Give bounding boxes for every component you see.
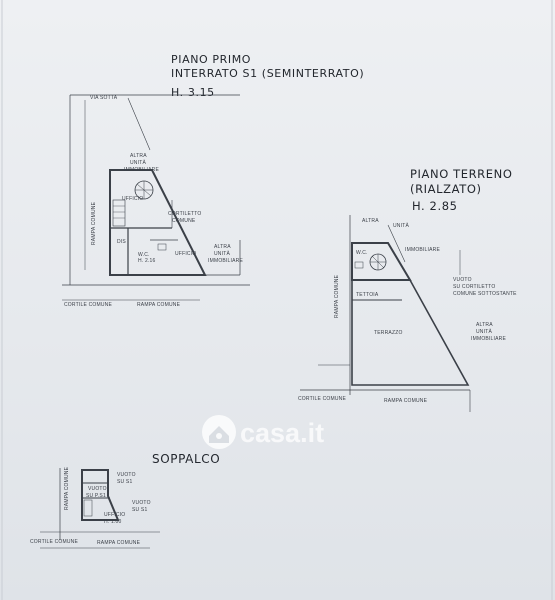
label-altra-unita-3: IMMOBILIARE [124,167,159,173]
label-cortile-comune: CORTILE COMUNE [64,302,112,308]
label-pt-vuoto-1: VUOTO [453,277,472,283]
plan-interrato-s1 [62,94,250,301]
label-altra-right-2: UNITÀ [214,250,230,257]
label-pt-altra-2: UNITÀ [393,222,409,229]
label-ufficio-top: UFFICIO [122,196,143,202]
label-pt-vuoto-2: SU CORTILETTO [453,284,495,290]
labels-soppalco: VUOTO SU S1 VUOTO SU P.S1 VUOTO SU S1 UF… [30,466,151,546]
heading-first-floor: PIANO PRIMO INTERRATO S1 (SEMINTERRATO) … [171,53,364,99]
pt-wc-fixture [354,261,364,269]
label-altra-unita-2: UNITÀ [130,159,146,166]
heading-mezzanine: SOPPALCO [152,452,220,466]
label-pt-rampa-vertical: RAMPA COMUNE [334,274,340,318]
heading-ground-floor-line2: (RIALZATO) [410,182,482,196]
label-ufficio: UFFICIO [175,251,196,257]
watermark-casa-it: casa.it [202,415,324,449]
label-pt-rampa-comune: RAMPA COMUNE [384,398,428,404]
label-wc: W.C. [138,252,150,258]
label-pt-altra-3: IMMOBILIARE [405,247,440,253]
label-rampa-vertical: RAMPA COMUNE [91,201,97,245]
heading-ground-floor: PIANO TERRENO (RIALZATO) H. 2.85 [410,167,513,213]
pt-neighbor-diagonal [387,224,406,263]
pt-apartment-wall [351,242,412,281]
label-cortiletto-1: CORTILETTO [168,211,202,217]
s1-straight-stair [112,199,126,227]
home-icon-dot [216,433,222,439]
label-h216: H. 2.16 [138,258,156,264]
label-pt-tettoia: TETTOIA [356,292,379,298]
labels-piano-terreno: ALTRA UNITÀ IMMOBILIARE W.C. VUOTO SU CO… [298,218,517,404]
label-via-sotta: VIA SOTTA [90,95,118,101]
label-mz-vuoto-s1-1: VUOTO [117,472,136,478]
watermark-logo [202,415,236,449]
label-mz-vuoto-s1-2: SU S1 [117,479,132,485]
label-pt-cortile-comune: CORTILE COMUNE [298,396,346,402]
label-rampa-comune: RAMPA COMUNE [137,302,181,308]
label-dis: DIS [117,239,126,245]
label-pt-altra-right-2: UNITÀ [476,328,492,335]
plan-soppalco [40,468,160,549]
heading-first-floor-height: H. 3.15 [171,86,215,99]
label-altra-right-3: IMMOBILIARE [208,258,243,264]
label-altra-right-1: ALTRA [214,244,231,250]
label-mz-vuoto-pt-2: SU P.S1 [86,493,106,499]
stair-tread [371,255,385,269]
label-mz-rampa-vertical: RAMPA COMUNE [64,466,70,510]
heading-ground-floor-height: H. 2.85 [412,199,458,213]
label-mz-vuoto-s1b-2: SU S1 [132,507,147,513]
label-pt-terrazzo: TERRAZZO [374,330,403,336]
plan-piano-terreno [300,215,471,412]
label-mz-rampa-comune: RAMPA COMUNE [97,540,141,546]
heading-first-floor-line1: PIANO PRIMO [171,53,251,66]
label-pt-altra-1: ALTRA [362,218,379,224]
label-mz-h100: H. 1.00 [104,519,122,525]
mz-outline-wall [81,469,120,521]
label-altra-unita-1: ALTRA [130,153,147,159]
stair-tread [136,183,152,197]
label-pt-altra-right-1: ALTRA [476,322,493,328]
label-mz-vuoto-s1b-1: VUOTO [132,500,151,506]
labels-interrato-s1: VIA SOTTA ALTRA UNITÀ IMMOBILIARE UFFICI… [64,95,243,308]
label-pt-wc: W.C. [356,250,368,256]
label-mz-cortile-comune: CORTILE COMUNE [30,539,78,545]
heading-first-floor-line2: INTERRATO S1 (SEMINTERRATO) [171,67,364,80]
heading-mezzanine-line1: SOPPALCO [152,452,220,466]
label-pt-altra-right-3: IMMOBILIARE [471,336,506,342]
s1-wc-fixture [157,243,167,251]
mz-stair [83,499,93,517]
watermark-text: casa.it [240,418,324,448]
heading-ground-floor-line1: PIANO TERRENO [410,167,513,181]
pt-terrace-wall [351,279,470,386]
neighbor-diagonal [127,97,151,151]
label-mz-ufficio: UFFICIO [104,512,125,518]
label-cortiletto-2: COMUNE [172,218,196,224]
label-mz-vuoto-pt-1: VUOTO [88,486,107,492]
label-pt-vuoto-3: COMUNE SOTTOSTANTE [453,291,517,297]
